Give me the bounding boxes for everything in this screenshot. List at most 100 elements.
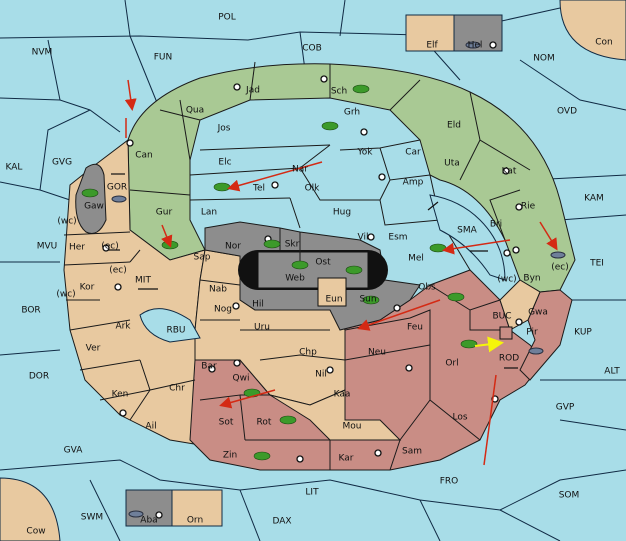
label-neu: Neu — [368, 348, 386, 358]
label-gwa: Gwa — [528, 308, 548, 318]
label-orl: Orl — [445, 359, 458, 369]
label-gvp: GVP — [556, 403, 575, 413]
label-kat: Kat — [502, 167, 517, 177]
label-qwi: Qwi — [233, 374, 250, 384]
province-gaw[interactable] — [75, 163, 107, 234]
label-dor: DOR — [29, 372, 49, 382]
label-byn: Byn — [523, 274, 540, 284]
label-esm: Esm — [388, 233, 407, 243]
label-web: Web — [285, 274, 305, 284]
label-con: Con — [595, 38, 613, 48]
label-jad: Jad — [245, 86, 260, 96]
label-som: SOM — [559, 491, 580, 501]
label-sma: SMA — [457, 226, 477, 236]
label-bri: Bri — [490, 220, 502, 230]
label-ovd: OVD — [557, 107, 577, 117]
label-rod: ROD — [499, 354, 519, 364]
supply-centers — [102, 41, 523, 519]
label-swm: SWM — [81, 513, 103, 523]
label-kar: Kar — [339, 454, 354, 464]
label-tei: TEI — [589, 259, 604, 269]
label-wc: (wc) — [57, 217, 76, 227]
label-ec: (ec) — [109, 266, 127, 276]
label-kal: KAL — [6, 163, 23, 173]
label-wc: (wc) — [56, 290, 75, 300]
label-cow: Cow — [26, 527, 45, 537]
label-kam: KAM — [584, 194, 604, 204]
label-cob: COB — [302, 44, 322, 54]
label-chr: Chr — [169, 384, 185, 394]
move-orders — [124, 79, 558, 466]
label-nom: NOM — [533, 54, 555, 64]
label-kor: Kor — [80, 283, 95, 293]
label-sch: Sch — [331, 87, 347, 97]
label-ec: (ec) — [101, 242, 119, 252]
province-aba[interactable] — [125, 489, 173, 527]
label-can: Can — [135, 151, 153, 161]
province-borders — [63, 61, 531, 471]
label-wc: (wc) — [497, 275, 516, 285]
label-bor: BOR — [21, 306, 40, 316]
label-gor: GOR — [107, 183, 127, 193]
label-yok: Yok — [356, 148, 373, 158]
label-ail: Ail — [145, 422, 156, 432]
label-eun: Eun — [325, 295, 342, 305]
label-kaa: Kaa — [334, 390, 351, 400]
label-tel: Tel — [252, 184, 265, 194]
label-los: Los — [452, 413, 467, 423]
label-nar: Nar — [292, 165, 308, 175]
label-ver: Ver — [86, 344, 101, 354]
water-sma[interactable] — [429, 194, 506, 281]
label-sun: Sun — [359, 295, 376, 305]
label-alt: ALT — [604, 367, 620, 377]
label-gva: GVA — [64, 446, 84, 456]
label-grh: Grh — [344, 108, 360, 118]
label-uru: Uru — [254, 323, 270, 333]
label-kup: KUP — [574, 328, 592, 338]
label-jos: Jos — [217, 124, 231, 134]
label-ec: (ec) — [551, 263, 569, 273]
label-zin: Zin — [223, 451, 237, 461]
support-order — [474, 336, 504, 353]
label-bar: Bar — [201, 362, 217, 372]
label-aba: Aba — [140, 516, 157, 526]
label-fro: FRO — [440, 477, 459, 487]
label-sam: Sam — [402, 447, 422, 457]
label-dax: DAX — [272, 517, 291, 527]
label-car: Car — [405, 148, 421, 158]
label-ost: Ost — [315, 258, 331, 268]
label-nil: Nil — [315, 370, 327, 380]
label-orn: Orn — [187, 516, 203, 526]
province-orn[interactable] — [171, 489, 223, 527]
province-elf[interactable] — [405, 14, 455, 52]
water-rbu[interactable] — [139, 308, 201, 343]
label-chp: Chp — [299, 348, 317, 358]
label-hug: Hug — [333, 208, 351, 218]
province-pir[interactable] — [519, 289, 573, 381]
label-elf: Elf — [426, 41, 438, 51]
label-skr: Skr — [285, 240, 300, 250]
label-mit: MIT — [135, 276, 151, 286]
label-sap: Sap — [194, 253, 211, 263]
adjacency-markers — [108, 173, 518, 369]
label-gaw: Gaw — [84, 202, 104, 212]
label-gur: Gur — [156, 208, 173, 218]
label-elc: Elc — [218, 158, 231, 168]
province-eun[interactable] — [317, 277, 347, 307]
label-fun: FUN — [154, 53, 173, 63]
units — [81, 41, 566, 518]
label-her: Her — [69, 243, 85, 253]
label-vil: Vil — [358, 233, 369, 243]
province-mou-area[interactable] — [269, 389, 402, 441]
label-mvu: MVU — [37, 242, 58, 252]
label-feu: Feu — [407, 323, 423, 333]
label-obs: Obs — [418, 283, 436, 293]
label-sot: Sot — [219, 418, 234, 428]
label-qua: Qua — [186, 106, 204, 116]
label-hel: Hel — [468, 41, 483, 51]
label-ark: Ark — [115, 322, 131, 332]
label-gvg: GVG — [52, 158, 72, 168]
